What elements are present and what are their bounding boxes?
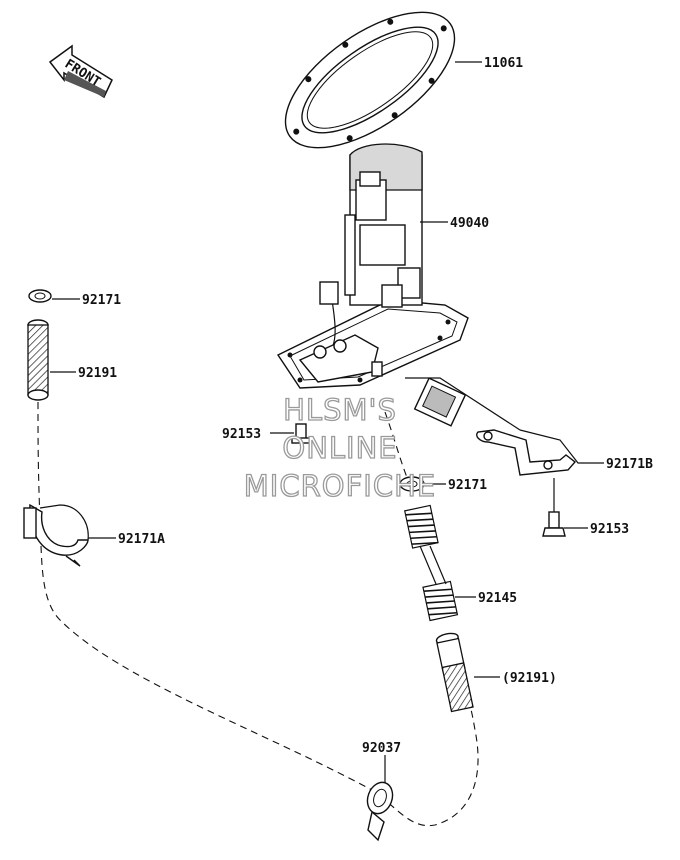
label-92171-top: 92171 xyxy=(82,293,121,308)
label-92153-left: 92153 xyxy=(222,427,261,442)
watermark: HLSM'S ONLINE MICROFICHE xyxy=(243,392,436,503)
watermark-line-3: MICROFICHE xyxy=(244,469,436,503)
clamp-92171-mid xyxy=(399,476,425,492)
label-11061: 11061 xyxy=(484,56,523,71)
gasket-11061 xyxy=(284,11,456,149)
label-92037: 92037 xyxy=(362,741,401,756)
bracket-92171B xyxy=(476,429,577,476)
front-arrow-icon: FRONT xyxy=(48,44,113,99)
clip-92171A xyxy=(23,503,89,567)
label-49040: 49040 xyxy=(450,216,489,231)
hose-92191-lower xyxy=(435,632,474,713)
label-92191-paren: (92191) xyxy=(502,671,557,686)
routing-path xyxy=(37,401,479,827)
label-92171-mid: 92171 xyxy=(448,478,487,493)
label-92171A: 92171A xyxy=(118,532,165,547)
label-92171B: 92171B xyxy=(606,457,653,472)
bolt-92153-left xyxy=(291,423,311,444)
watermark-line-1: HLSM'S xyxy=(283,393,397,427)
spring-92145 xyxy=(404,504,459,622)
label-92191: 92191 xyxy=(78,366,117,381)
fuel-pump-49040 xyxy=(276,143,521,431)
clamp-92171-top xyxy=(28,289,52,303)
hose-92191 xyxy=(27,319,49,401)
routing-path-2 xyxy=(384,411,409,481)
label-92153-right: 92153 xyxy=(590,522,629,537)
watermark-line-2: ONLINE xyxy=(282,431,397,465)
bolt-92153-right xyxy=(542,511,566,537)
clip-92037 xyxy=(366,781,394,842)
label-92145: 92145 xyxy=(478,591,517,606)
